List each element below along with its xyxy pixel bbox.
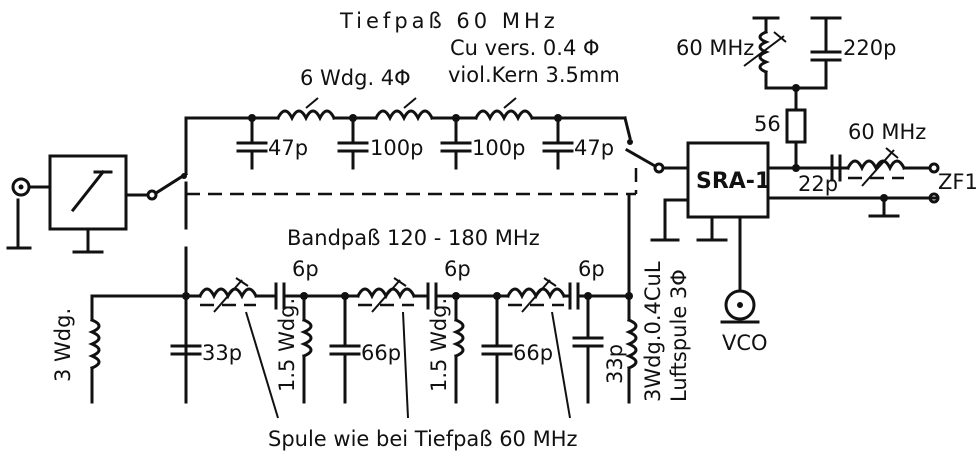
resistor-56 <box>785 84 807 172</box>
label-coil-3wdg-cul: 3Wdg.0.4CuL <box>641 261 665 402</box>
label-cap-66p-a: 66p <box>361 341 401 365</box>
label-coil-3wdg: 3 Wdg. <box>51 308 75 382</box>
label-60mhz-top: 60 MHz <box>676 36 754 60</box>
label-cap-6p-b: 6p <box>444 257 471 281</box>
coil-1.5wdg-a <box>300 292 313 404</box>
cap-100p-a <box>337 114 369 170</box>
label-cap-100p-a: 100p <box>370 136 423 160</box>
label-zf1: ZF1 <box>938 170 977 194</box>
label-cap-47p-left: 47p <box>268 136 308 160</box>
label-cap-6p-c: 6p <box>578 257 605 281</box>
cap-47p-right <box>542 114 574 170</box>
label-coil-1.5wdg-a: 1.5 Wdg. <box>275 298 299 392</box>
mixer-sra1 <box>650 141 937 292</box>
label-cap-33p-left: 33p <box>202 341 242 365</box>
label-cu-wire: Cu vers. 0.4 Φ <box>450 36 600 60</box>
cap-66p-a <box>329 292 361 404</box>
cap-66p-b <box>481 292 513 404</box>
label-spule-note: Spule wie bei Tiefpaß 60 MHz <box>268 427 578 451</box>
label-coil-1.5wdg-b: 1.5 Wdg. <box>427 298 451 392</box>
label-kern: viol.Kern 3.5mm <box>448 63 620 87</box>
label-cap-100p-b: 100p <box>472 136 525 160</box>
label-cap-66p-b: 66p <box>513 341 553 365</box>
label-cap-22p: 22p <box>798 172 838 196</box>
vco-connector <box>720 289 760 324</box>
label-resistor-56: 56 <box>754 112 781 136</box>
top-tank <box>743 16 842 90</box>
label-tiefpass-title: Tiefpaß 60 MHz <box>339 9 559 33</box>
label-cap-47p-right: 47p <box>574 136 614 160</box>
label-luftspule: Luftspule 3Φ <box>667 269 691 402</box>
cap-47p-left <box>236 114 268 170</box>
label-vco: VCO <box>722 331 768 355</box>
label-cap-220p: 220p <box>843 36 896 60</box>
label-mixer: SRA-1 <box>696 169 770 194</box>
label-bandpass-title: Bandpaß 120 - 180 MHz <box>287 226 540 250</box>
bandpass-filter <box>88 277 638 419</box>
cap-33p-right <box>572 292 604 404</box>
coil-1.5wdg-b <box>452 292 465 404</box>
lowpass-filter <box>184 109 632 170</box>
coil-3wdg <box>88 294 101 404</box>
if-output <box>830 147 940 218</box>
lowpass-coil-tuning <box>305 97 517 109</box>
label-60mhz-if: 60 MHz <box>848 120 926 144</box>
cap-100p-b <box>440 114 472 170</box>
label-6wdg: 6 Wdg. 4Φ <box>300 66 411 90</box>
switch-right <box>624 139 690 298</box>
variable-attenuator <box>48 154 150 254</box>
label-cap-6p-a: 6p <box>292 257 319 281</box>
coil-3wdg-right <box>625 292 638 404</box>
input-connector <box>6 177 52 250</box>
switch-left <box>146 116 189 404</box>
cap-33p-left <box>170 292 202 356</box>
label-cap-33p-right: 33p <box>603 344 627 384</box>
